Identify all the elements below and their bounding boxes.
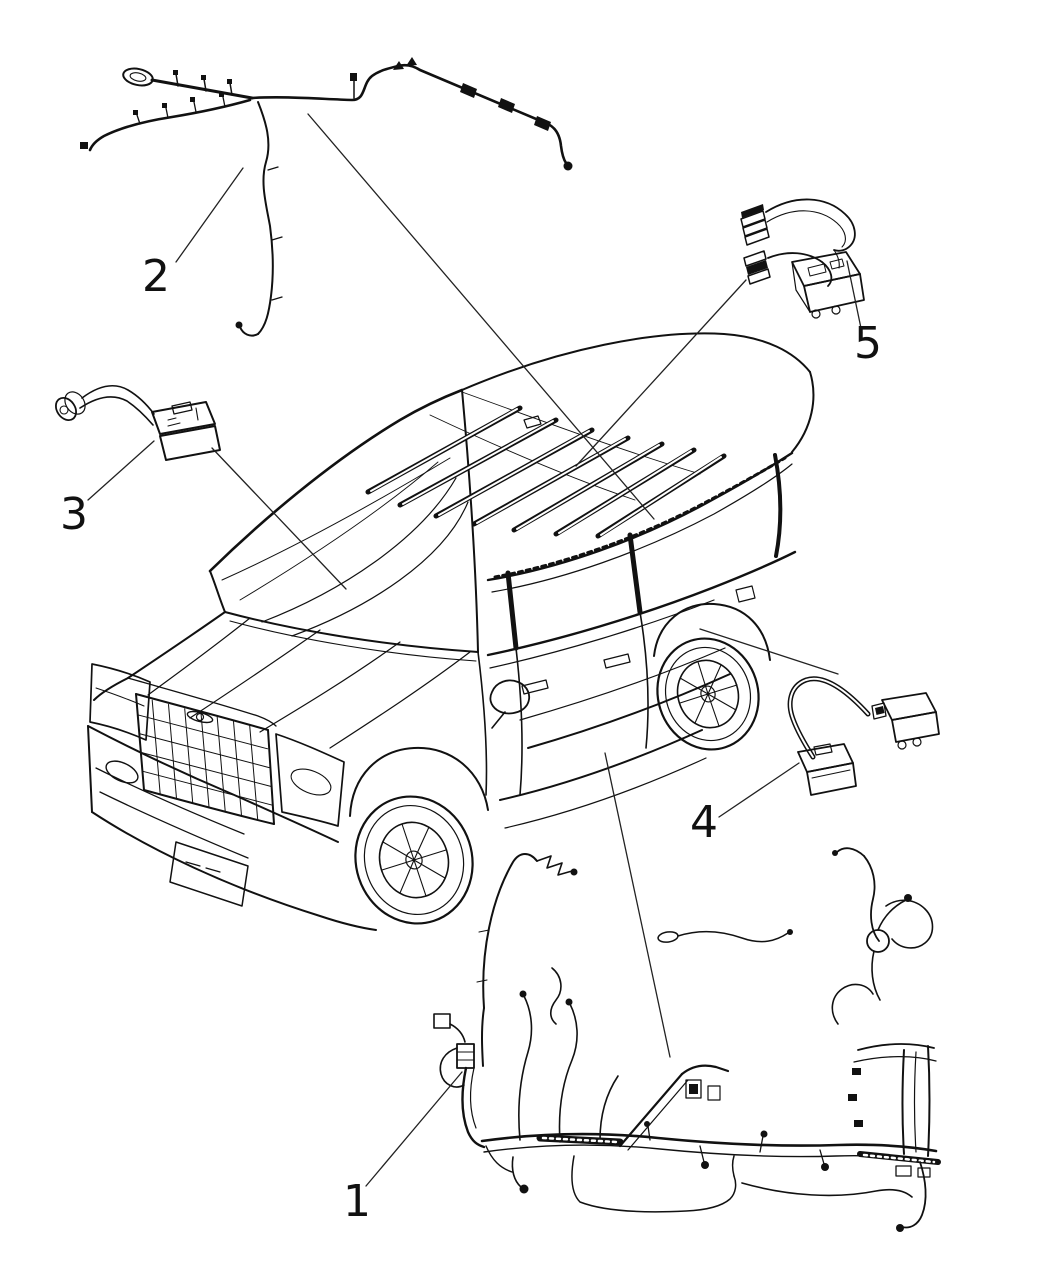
hood	[93, 611, 471, 749]
front-bumper	[87, 725, 377, 931]
wiper-line	[291, 501, 469, 637]
beltline	[486, 550, 797, 657]
door-handle	[521, 679, 549, 695]
windshield	[208, 388, 479, 662]
harness1-connector-stack	[456, 1043, 475, 1069]
front-wheel	[349, 746, 489, 925]
leader-line-2	[175, 167, 244, 263]
door-handle	[603, 653, 631, 669]
leader-line-2-to-vehicle	[307, 113, 655, 520]
callout-label-5: 5	[854, 318, 882, 369]
brand-badge	[186, 710, 214, 724]
fuel-door	[735, 585, 756, 603]
leader-line-5	[846, 260, 863, 334]
license-plate	[169, 841, 249, 907]
callout-label-1: 1	[343, 1176, 371, 1227]
harness1-right-cluster	[831, 899, 941, 1178]
harness5-module	[791, 251, 865, 319]
harness2-left-end-connector	[80, 142, 88, 149]
harness5-connector-stack-lower	[743, 250, 771, 285]
leader-line-5-to-vehicle	[575, 279, 747, 467]
door-seam	[639, 611, 649, 749]
harness5-connector-stack-upper	[740, 204, 770, 246]
far-side-mirror	[523, 415, 542, 429]
wheel-spokes	[679, 661, 738, 727]
wheel-spokes	[381, 823, 447, 897]
vehicle-illustration	[87, 332, 815, 931]
harness4-module-left	[797, 743, 857, 796]
fog-lamp	[105, 760, 139, 784]
wheel-arch	[653, 602, 771, 661]
harness-part-1-body	[433, 847, 941, 1232]
harness3-plug	[55, 396, 77, 422]
side-windows	[477, 453, 797, 796]
harness1-square-connector	[433, 1013, 451, 1029]
harness-part-3-pigtail	[55, 385, 221, 461]
harness1-main-trunk	[480, 1132, 938, 1153]
leader-lines	[87, 113, 863, 1187]
leader-line-4-to-vehicle	[699, 628, 839, 675]
callout-label-2: 2	[142, 251, 170, 302]
harness-part-4-module-jumper	[787, 676, 940, 796]
harness3-connector-box	[151, 401, 221, 461]
leader-line-3-to-vehicle	[211, 447, 347, 590]
harness4-module-right	[871, 692, 940, 750]
roof	[221, 332, 815, 593]
callouts: 1 2 3 4 5	[60, 251, 882, 1227]
wheel-arch	[349, 746, 489, 817]
harness-part-5-jumper	[740, 198, 865, 319]
leader-line-1	[365, 1071, 463, 1187]
headlamps	[89, 663, 345, 827]
wiper-line	[261, 477, 457, 623]
roof-ribs	[365, 405, 727, 539]
leader-line-1-to-vehicle	[604, 752, 671, 1058]
side-mirror	[489, 415, 542, 729]
rear-wheel	[653, 602, 771, 751]
leader-line-4	[718, 762, 800, 818]
leader-line-3	[87, 440, 155, 501]
rocker-panel	[499, 729, 703, 801]
door-seam	[515, 647, 523, 796]
callout-label-4: 4	[690, 797, 718, 848]
harness-part-2-headliner	[80, 57, 573, 337]
harness2-branch-end-connector	[563, 161, 573, 171]
harness2-end-connector	[122, 67, 154, 87]
front-grille	[135, 693, 275, 825]
body-side	[499, 647, 731, 829]
callout-label-3: 3	[60, 489, 88, 540]
